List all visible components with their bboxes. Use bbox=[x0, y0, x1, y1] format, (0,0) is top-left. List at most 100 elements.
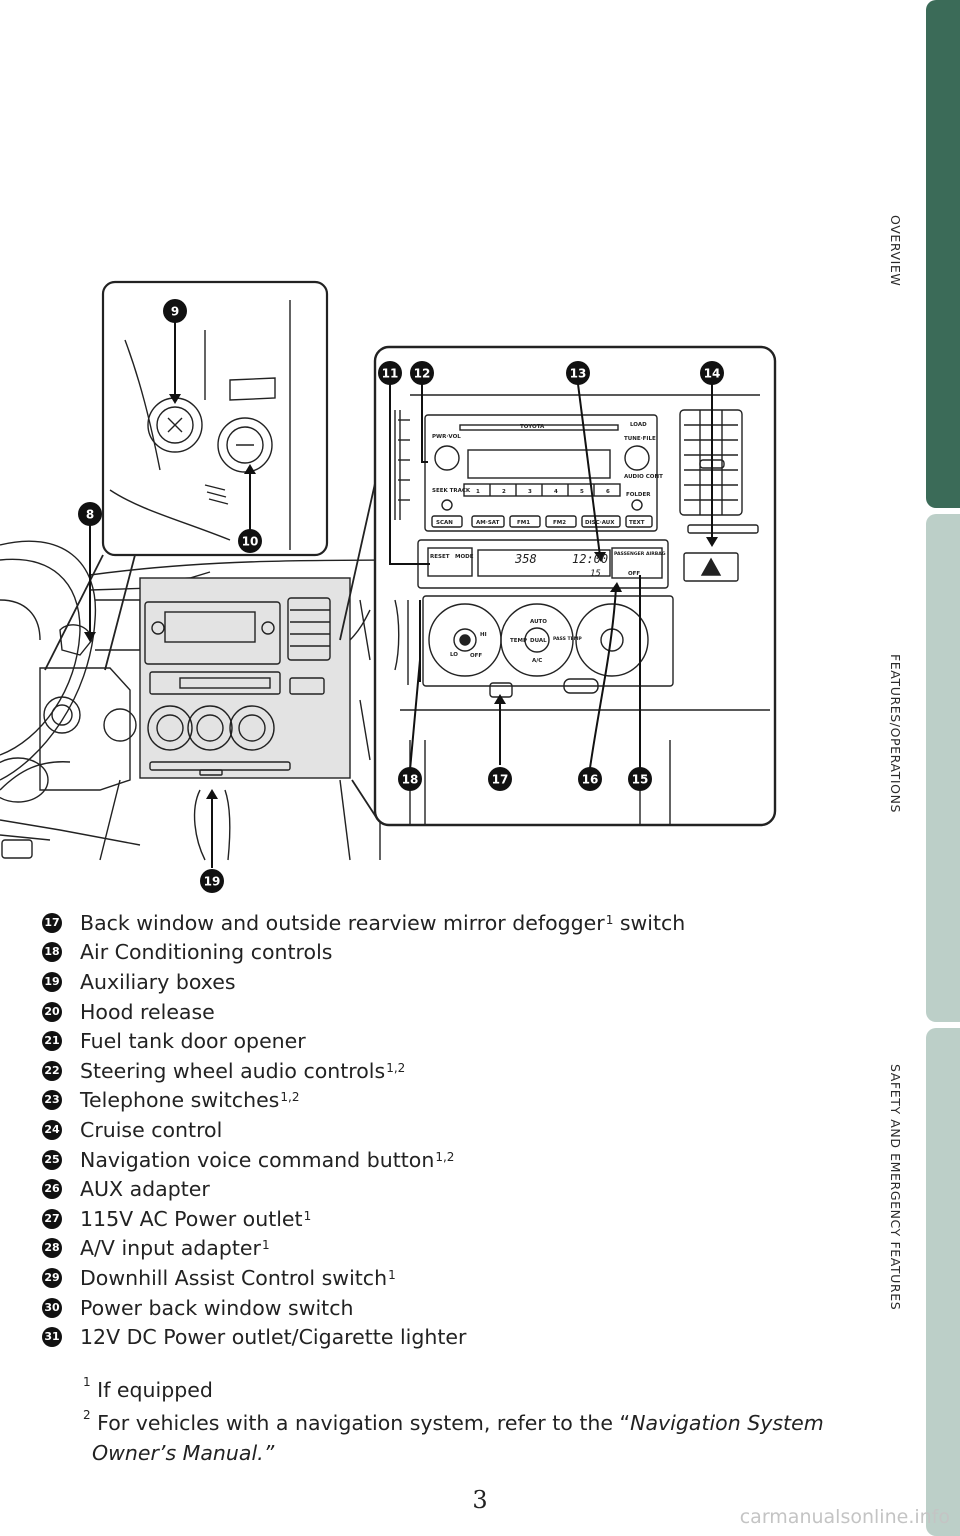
preset-3: 3 bbox=[528, 489, 532, 495]
legend-item-text: Navigation voice command button bbox=[80, 1147, 435, 1172]
radio-tune-file-label: TUNE·FILE bbox=[624, 436, 656, 442]
legend-item: 19 Auxiliary boxes bbox=[42, 967, 902, 997]
tab-overview[interactable]: OVERVIEW bbox=[888, 0, 960, 508]
legend-number-badge: 17 bbox=[42, 912, 62, 933]
climate-ac-label: A/C bbox=[532, 658, 542, 664]
preset-1: 1 bbox=[476, 489, 480, 495]
tab-overview-label: OVERVIEW bbox=[888, 215, 903, 287]
footnote-2-title-b: Owner’s Manual.” bbox=[92, 1441, 275, 1465]
svg-text:16: 16 bbox=[582, 773, 599, 787]
footnote-2-text: For vehicles with a navigation system, r… bbox=[90, 1411, 631, 1435]
legend-item-text: A/V input adapter bbox=[80, 1236, 261, 1261]
legend-item: 17 Back window and outside rearview mirro… bbox=[42, 908, 902, 938]
svg-text:9: 9 bbox=[171, 305, 179, 319]
legend-item-text: Auxiliary boxes bbox=[80, 969, 236, 994]
footnote-1-text: If equipped bbox=[90, 1378, 213, 1402]
tab-features-label: FEATURES/OPERATIONS bbox=[888, 654, 903, 814]
callout-markers: 9 8 10 11 12 13 14 18 17 16 15 19 bbox=[78, 299, 724, 893]
info-reset-label: RESET bbox=[430, 554, 450, 560]
legend-item-text: Back window and outside rearview mirror … bbox=[80, 910, 605, 935]
svg-text:18: 18 bbox=[402, 773, 419, 787]
tab-safety-bar bbox=[926, 1028, 960, 1536]
svg-text:12: 12 bbox=[414, 367, 431, 381]
legend-item-text: Power back window switch bbox=[80, 1295, 354, 1320]
tab-features-operations[interactable]: FEATURES/OPERATIONS bbox=[888, 514, 960, 1022]
footnote-2-title-a: Navigation System bbox=[630, 1411, 824, 1435]
legend-item: 18 Air Conditioning controls bbox=[42, 938, 902, 968]
radio-brand-label: TOYOTA bbox=[520, 424, 545, 430]
radio-folder-label: FOLDER bbox=[626, 492, 651, 498]
legend-item-text: Hood release bbox=[80, 999, 215, 1024]
dashboard-illustration: 9 8 10 11 12 13 14 18 17 16 15 19 TOYOTA… bbox=[0, 280, 777, 893]
text-button-label: TEXT bbox=[629, 520, 645, 526]
watermark: carmanualsonline.info bbox=[739, 1506, 950, 1528]
preset-4: 4 bbox=[554, 489, 558, 495]
svg-text:14: 14 bbox=[704, 367, 721, 381]
climate-lo-label: LO bbox=[450, 652, 458, 658]
info-mode-label: MODE bbox=[455, 554, 474, 560]
tab-features-bar bbox=[926, 514, 960, 1022]
callout-8: 8 bbox=[78, 502, 102, 526]
legend-number-badge: 19 bbox=[42, 971, 62, 992]
tab-overview-bar bbox=[926, 0, 960, 508]
am-sat-button-label: AM·SAT bbox=[476, 520, 500, 526]
svg-text:11: 11 bbox=[382, 367, 399, 381]
preset-5: 5 bbox=[580, 489, 584, 495]
callout-9: 9 bbox=[163, 299, 187, 323]
footnote-2: 2 For vehicles with a navigation system,… bbox=[82, 1408, 882, 1468]
legend-item-text: 115V AC Power outlet bbox=[80, 1206, 303, 1231]
legend-number-badge: 20 bbox=[42, 1001, 62, 1022]
footnote-1-mark: 1 bbox=[83, 1375, 91, 1390]
legend-item-text: 12V DC Power outlet/Cigarette lighter bbox=[80, 1325, 467, 1350]
compass-readout: 358 bbox=[514, 552, 537, 566]
legend-number-badge: 18 bbox=[42, 942, 62, 963]
radio-pwr-vol-label: PWR·VOL bbox=[432, 434, 461, 440]
fm1-button-label: FM1 bbox=[517, 520, 530, 526]
callout-13: 13 bbox=[566, 361, 590, 385]
callout-15: 15 bbox=[628, 767, 652, 791]
section-tabs: OVERVIEW FEATURES/OPERATIONS SAFETY AND … bbox=[888, 0, 960, 1536]
callout-16: 16 bbox=[578, 767, 602, 791]
svg-text:15: 15 bbox=[632, 773, 649, 787]
footnote-1: 1 If equipped bbox=[82, 1375, 213, 1402]
preset-2: 2 bbox=[502, 489, 506, 495]
scan-button-label: SCAN bbox=[436, 520, 453, 526]
legend-item: 26 AUX adapter bbox=[42, 1174, 902, 1204]
legend-number-badge: 23 bbox=[42, 1090, 62, 1111]
svg-text:13: 13 bbox=[570, 367, 587, 381]
callout-17: 17 bbox=[488, 767, 512, 791]
callout-18: 18 bbox=[398, 767, 422, 791]
legend-item-text: AUX adapter bbox=[80, 1177, 210, 1202]
passenger-airbag-label: PASSENGER AIRBAG bbox=[614, 551, 666, 557]
callout-12: 12 bbox=[410, 361, 434, 385]
climate-auto-label: AUTO bbox=[530, 619, 547, 625]
svg-text:10: 10 bbox=[242, 535, 259, 549]
legend-number-badge: 22 bbox=[42, 1060, 62, 1081]
svg-text:8: 8 bbox=[86, 508, 94, 522]
legend-item-text: Air Conditioning controls bbox=[80, 940, 333, 965]
legend-number-badge: 27 bbox=[42, 1208, 62, 1229]
legend-item-suffix: switch bbox=[613, 910, 686, 935]
tab-safety-emergency[interactable]: SAFETY AND EMERGENCY FEATURES bbox=[888, 1028, 960, 1536]
legend-number-badge: 26 bbox=[42, 1179, 62, 1200]
clock-readout: 12:00 bbox=[572, 552, 608, 566]
climate-pass-temp-label: PASS TEMP bbox=[553, 636, 582, 642]
fm2-button-label: FM2 bbox=[553, 520, 566, 526]
legend-item-text: Fuel tank door opener bbox=[80, 1029, 306, 1054]
callout-11: 11 bbox=[378, 361, 402, 385]
legend-number-badge: 28 bbox=[42, 1238, 62, 1259]
footnote-2-mark: 2 bbox=[83, 1408, 91, 1423]
radio-load-label: LOAD bbox=[630, 422, 647, 428]
radio-audio-cont-label: AUDIO CONT bbox=[624, 474, 663, 480]
legend-number-badge: 25 bbox=[42, 1149, 62, 1170]
svg-text:17: 17 bbox=[492, 773, 509, 787]
temperature-readout: 15 bbox=[590, 569, 601, 579]
climate-hi-label: HI bbox=[480, 632, 487, 638]
